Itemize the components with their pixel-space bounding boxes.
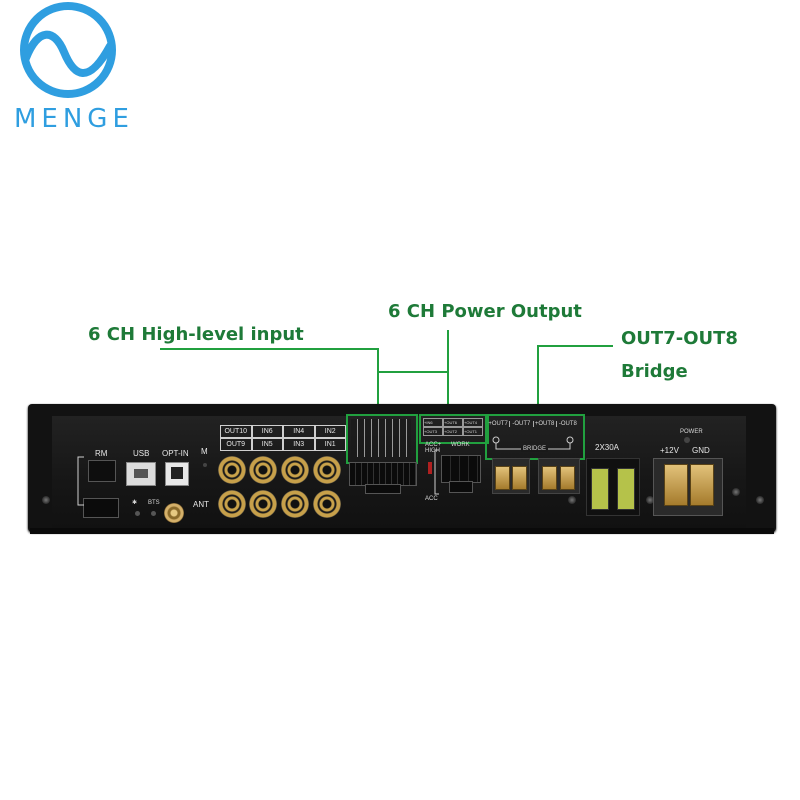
bts-button[interactable] [151,511,156,516]
bluetooth-icon: ✱ [132,500,138,506]
panel-screw [42,496,50,504]
panel-screw [756,496,764,504]
rm-label: RM [95,449,108,458]
opt-in-label: OPT-IN [162,449,189,458]
bluetooth-led [135,511,140,516]
menge-logo-icon [20,2,116,98]
speaker-terminal-out7-minus[interactable] [512,466,527,490]
remote-port[interactable] [88,460,116,482]
speaker-terminal-out8-plus[interactable] [542,466,557,490]
panel-screw [732,488,740,496]
power-output-connector[interactable] [441,455,481,483]
power-terminal-gnd[interactable] [690,464,714,506]
high-level-pinout-label [351,419,411,457]
high-level-input-connector[interactable] [349,462,417,486]
acc-switch[interactable] [428,462,432,474]
optical-input-port[interactable] [165,462,189,486]
power-led [684,437,690,443]
power-output-highlight [419,414,489,444]
rca-jack-in2[interactable] [313,456,341,484]
bridge-label: BRIDGE [521,446,549,452]
rm-bracket-line [77,456,84,506]
rca-jack-in1[interactable] [313,490,341,518]
input-label: IN4 [283,425,315,438]
bridge-output-label: -OUT7 [510,421,534,427]
fuse-2[interactable] [617,468,635,510]
input-label: OUT9 [220,438,252,451]
power-output-label: +OUT2 [443,427,463,436]
high-level-connector-latch [365,484,401,494]
input-label: IN2 [314,425,346,438]
input-label: IN5 [251,438,283,451]
gnd-label: GND [692,446,710,455]
panel-screw [568,496,576,504]
callout-bridge-outputs: OUT7-OUT8 [621,328,738,349]
speaker-terminal-out8-minus[interactable] [560,466,575,490]
m-button[interactable] [203,463,207,467]
rca-jack-in3[interactable] [281,490,309,518]
rca-jack-in5[interactable] [249,490,277,518]
fuse-1[interactable] [591,468,609,510]
m-label: M [201,447,208,456]
amplifier-base [30,528,774,534]
power-output-connector-latch [449,481,473,493]
rca-jack-out9[interactable] [218,490,246,518]
callout-bridge-label: Bridge [621,361,688,382]
input-label-table: OUT10 IN6 IN4 IN2 OUT9 IN5 IN3 IN1 [220,425,346,451]
panel-screw [646,496,654,504]
callout-high-level-input: 6 CH High-level input [88,324,304,345]
callout-power-output: 6 CH Power Output [388,301,582,322]
bts-label: BTS [148,500,160,506]
power-output-label: +OUT3 [423,427,443,436]
bridge-output-highlight [485,414,585,460]
power-output-label: +OUT1 [463,427,483,436]
usb-port[interactable] [126,462,156,486]
work-label: WORK [451,442,470,448]
plus-12v-label: +12V [660,446,679,455]
power-label: POWER [680,429,703,435]
rca-jack-out10[interactable] [218,456,246,484]
rca-jack-in4[interactable] [281,456,309,484]
power-output-label-grid: +IN6 +OUT6 +OUT4 +OUT3 +OUT2 +OUT1 [423,418,483,436]
bridge-output-labels: +OUT7 -OUT7 +OUT8 -OUT8 [487,421,579,427]
rca-jack-in6[interactable] [249,456,277,484]
brand-name: MENGE [14,104,134,134]
input-label: IN3 [283,438,315,451]
power-output-bracket [434,449,439,495]
input-label: IN1 [314,438,346,451]
ant-label: ANT [193,500,209,509]
usb-label: USB [133,449,150,458]
power-output-label: +OUT4 [463,418,483,427]
input-label: IN6 [251,425,283,438]
speaker-terminal-out7-plus[interactable] [495,466,510,490]
bridge-output-label: +OUT7 [487,421,511,427]
fuse-rating-label: 2X30A [595,443,620,452]
power-terminal-12v[interactable] [664,464,688,506]
acc-high-label: ACC+ HIGH [425,442,442,454]
input-label: OUT10 [220,425,252,438]
power-output-label: +OUT6 [443,418,463,427]
bridge-output-label: +OUT8 [534,421,557,427]
antenna-connector[interactable] [164,503,184,523]
power-output-label: +IN6 [423,418,443,427]
remote-connector[interactable] [83,498,119,518]
bridge-output-label: -OUT8 [558,421,577,427]
acc-label: ACC [425,496,438,502]
